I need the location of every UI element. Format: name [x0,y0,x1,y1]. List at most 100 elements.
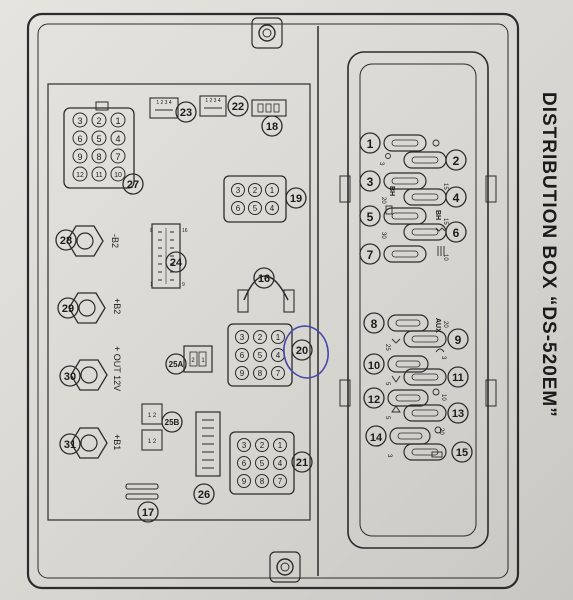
indicator-icon [434,426,442,434]
connector-16: 16 [237,267,295,313]
svg-text:4: 4 [270,204,275,213]
svg-text:4: 4 [276,351,281,360]
svg-text:1 2: 1 2 [148,439,157,445]
fuse-9-number: 9 [455,333,462,347]
fuse-4-number: 4 [453,191,460,205]
connector-27: 3 2 1 6 5 4 9 8 7 12 11 10 27 [63,101,144,195]
connector-24-number: 24 [170,257,183,269]
svg-text:1: 1 [270,186,275,195]
svg-text:5: 5 [260,459,265,468]
bulb-icon [432,139,440,147]
fuse-2-number: 2 [453,154,460,168]
connector-22: 1 2 3 4 22 [199,95,249,117]
stud-29-number: 29 [62,303,74,315]
svg-text:1: 1 [150,282,153,288]
fuse-7: 7 [359,243,427,265]
svg-text:8: 8 [150,228,153,234]
stud-29: 29 +B2 [57,292,122,324]
svg-text:30: 30 [380,232,386,239]
svg-text:2: 2 [191,358,195,364]
svg-text:3: 3 [236,186,241,195]
connector-19-number: 19 [290,193,302,205]
housing-outline [26,12,520,590]
svg-text:11: 11 [95,172,102,179]
fuse-6: 6 [403,221,467,243]
fuse-13: 13 [403,402,469,424]
diagram-title: DISTRIBUTION BOX “DS-520EM” [538,92,559,418]
connector-26: 26 [193,411,221,505]
fuse-clip-right-bottom [485,379,497,407]
fan-icon [435,227,446,232]
svg-text:3: 3 [378,162,384,166]
svg-text:20: 20 [442,321,448,328]
svg-text:15: 15 [442,218,448,225]
fuse-clip-left-bottom [339,379,351,407]
svg-text:1 2 3 4: 1 2 3 4 [205,98,221,104]
svg-text:6: 6 [242,459,247,468]
stud-28: 28 -B2 [55,225,120,257]
heater-icon [437,246,445,256]
svg-text:5: 5 [253,204,258,213]
fuse-5-number: 5 [367,210,374,224]
stud-31: 31 +B1 [59,427,122,459]
warning-icon [391,405,401,413]
connector-27-number: 27 [127,179,139,191]
connector-25a-number: 25A [169,360,184,369]
horn-icon [435,348,445,353]
fuse-10: 10 [363,353,429,375]
connector-21: 3 2 1 6 5 4 9 8 7 21 [229,431,313,495]
stud-29-label: +B2 [112,298,122,314]
connector-24: 8 16 1 9 24 [150,223,188,289]
fuse-icons [385,139,446,458]
connector-23-number: 23 [180,107,192,119]
svg-text:6: 6 [77,134,82,144]
stud-28-number: 28 [60,235,72,247]
fuse-1-number: 1 [367,137,374,151]
svg-text:4: 4 [115,134,120,144]
stud-30: 30 + OUT 12V [59,346,122,391]
svg-text:9: 9 [240,369,245,378]
svg-text:2: 2 [260,441,265,450]
svg-text:10: 10 [114,172,122,179]
fuse-3: 3 [359,170,427,192]
stud-28-label: -B2 [110,234,120,248]
fuse-14-number: 14 [370,432,383,444]
fuse-8: 8 [363,312,429,334]
fuse-label-bh-1: BH [388,186,395,196]
svg-text:5: 5 [384,416,390,420]
svg-text:2: 2 [96,116,101,126]
connector-25b-number: 25B [165,418,180,427]
svg-text:12: 12 [76,172,84,179]
stud-31-label: +B1 [112,434,122,450]
beacon-icon [432,388,440,396]
connector-panel [47,83,311,521]
housing-inner-outline [37,23,509,579]
svg-text:1: 1 [276,333,281,342]
connector-20-number: 20 [296,345,308,357]
svg-text:9: 9 [182,282,185,288]
svg-text:10: 10 [442,254,448,261]
fuse-6-number: 6 [453,226,460,240]
svg-text:4: 4 [278,459,283,468]
fuse-11: 11 [403,366,469,388]
connector-21-number: 21 [296,457,308,469]
connector-25a: 2 1 25A [165,345,213,375]
fuse-clip-left-top [339,175,351,203]
fuse-15-number: 15 [456,447,468,459]
svg-text:7: 7 [278,477,283,486]
svg-text:9: 9 [242,477,247,486]
connector-20: 3 2 1 6 5 4 9 8 7 20 [227,323,313,387]
connector-18: 18 [251,99,287,137]
battery-icon [431,451,443,458]
svg-text:1: 1 [278,441,283,450]
svg-text:8: 8 [258,369,263,378]
fuse-2: 2 [403,149,467,171]
svg-text:3: 3 [440,356,446,360]
connector-17: 17 [125,483,159,523]
connector-18-number: 18 [266,121,278,133]
connector-22-number: 22 [232,101,244,113]
fuse-9: 9 [403,328,469,350]
svg-text:1 2 3 4: 1 2 3 4 [156,100,172,106]
